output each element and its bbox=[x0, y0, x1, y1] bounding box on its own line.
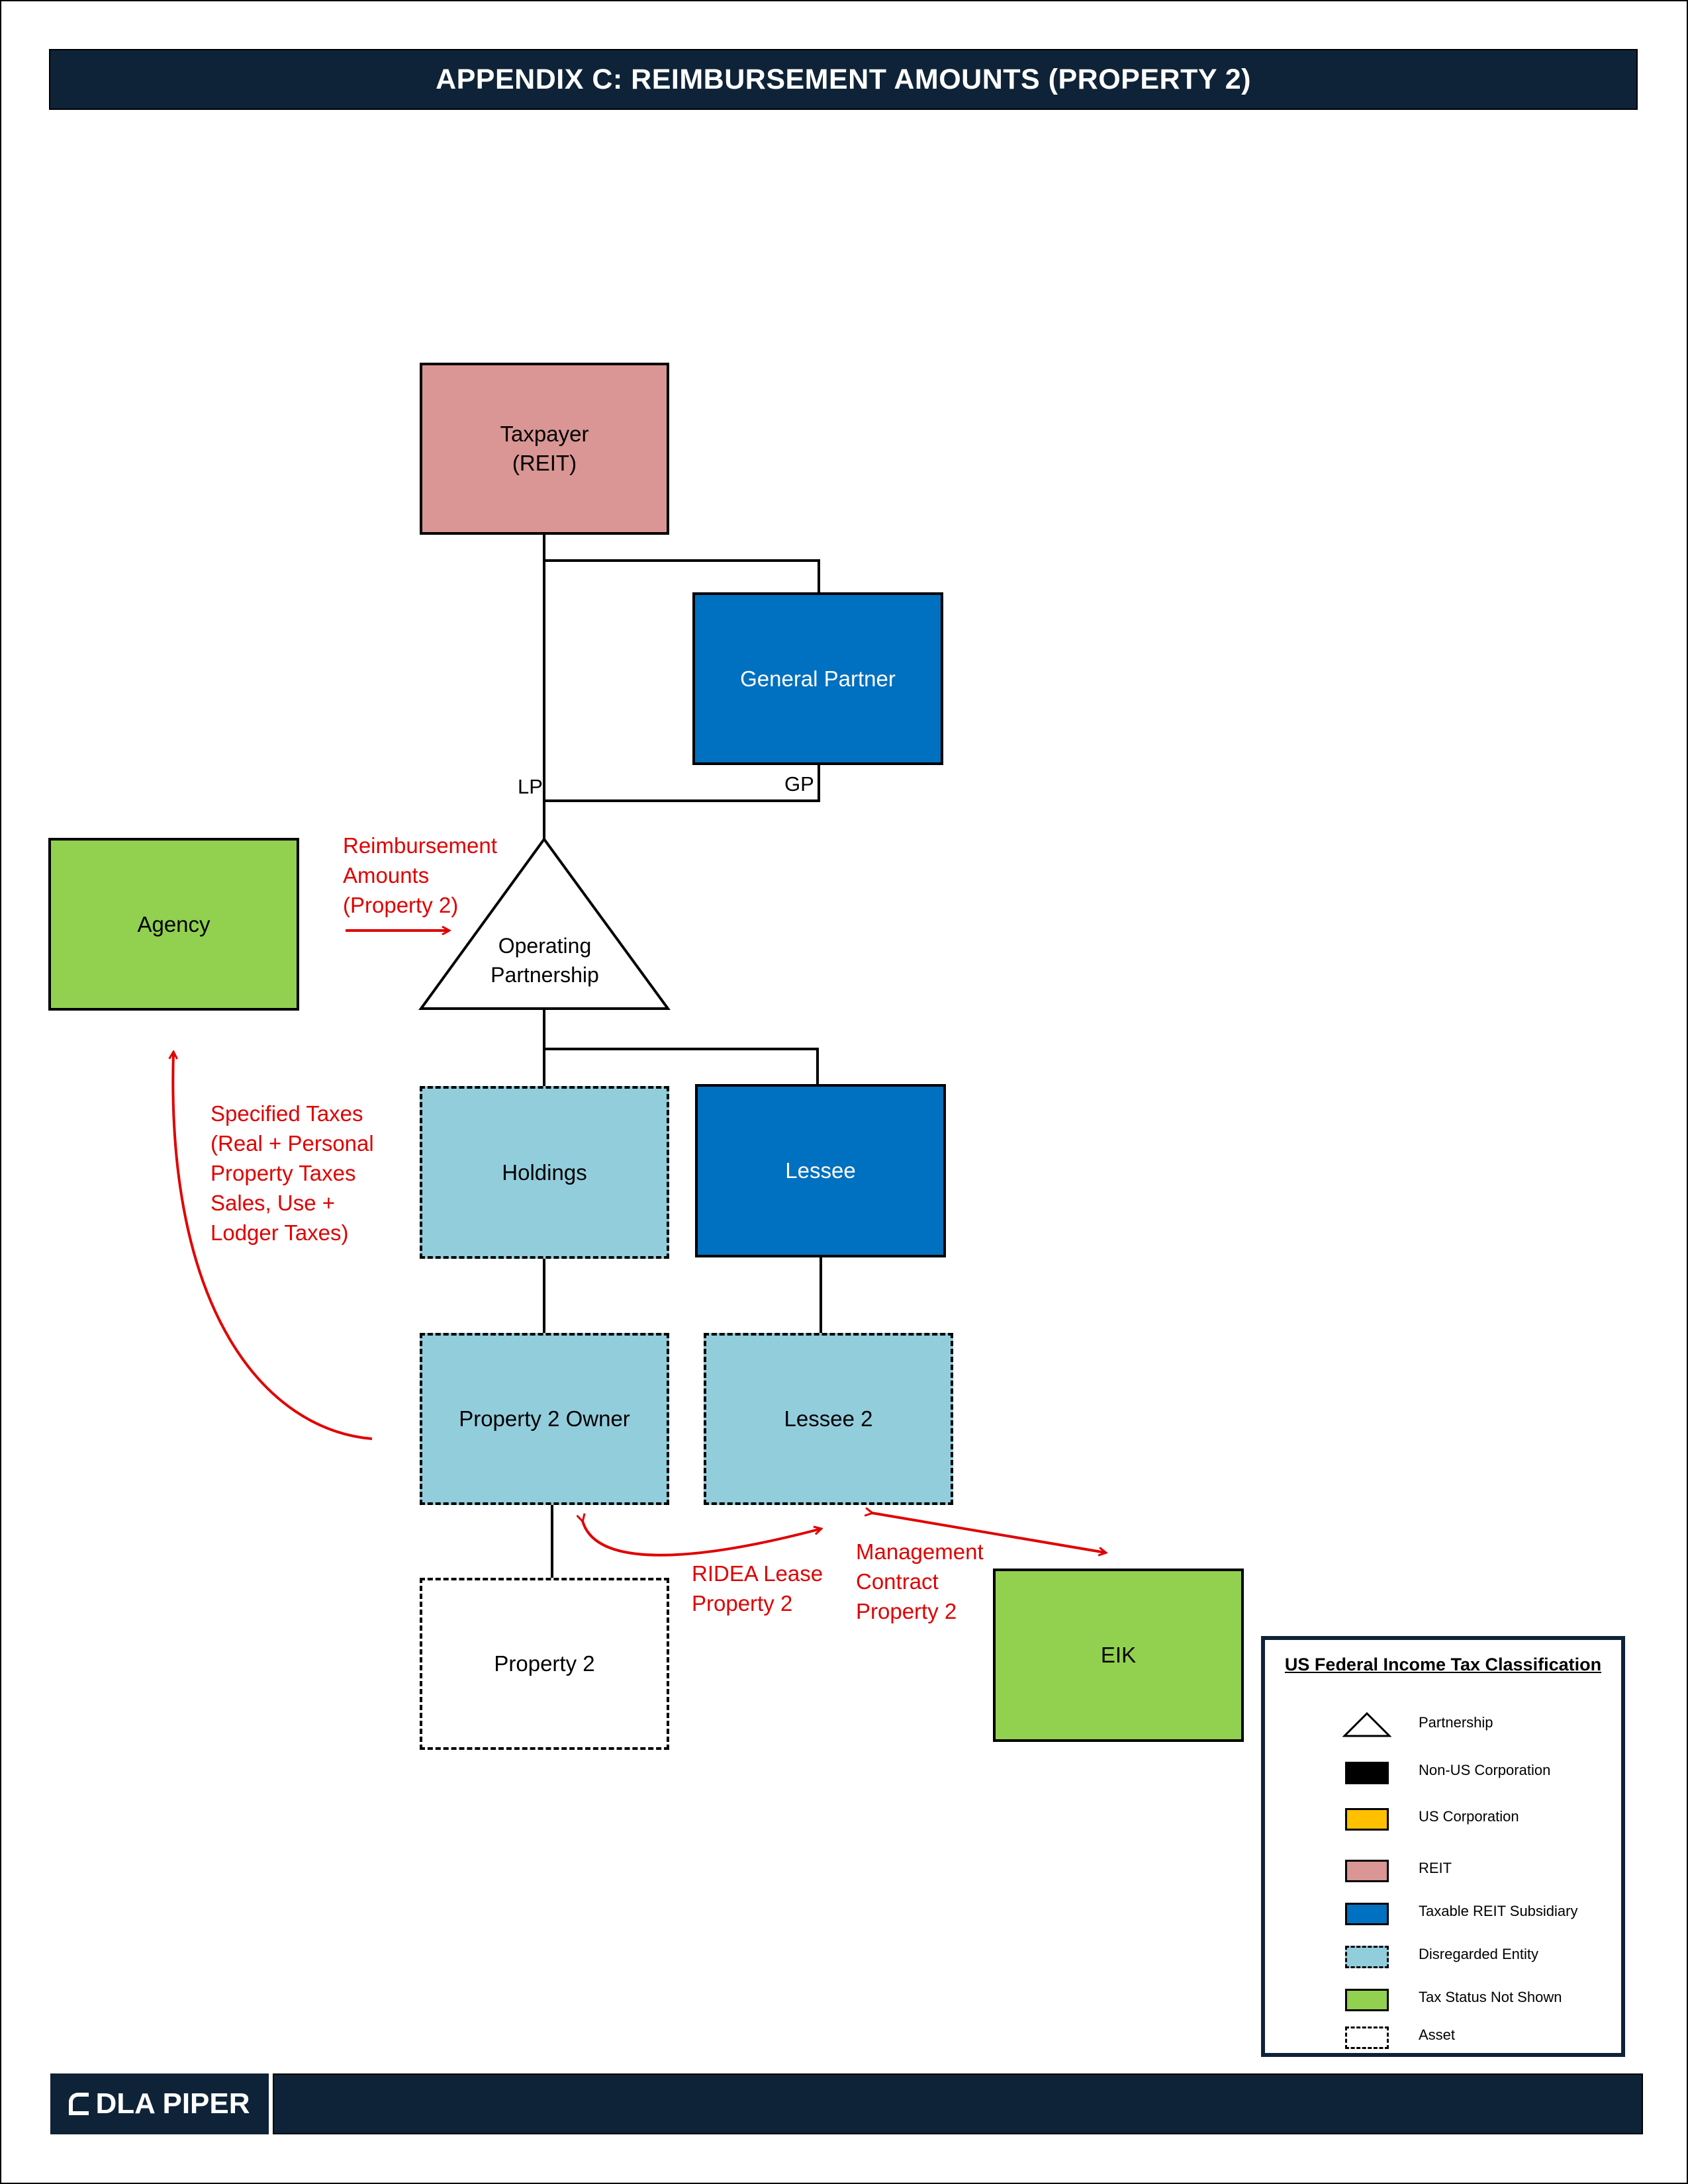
legend-label: REIT bbox=[1419, 1860, 1452, 1876]
dla-piper-logo: DLA PIPER bbox=[50, 2073, 269, 2134]
legend-item-tax-status-not-shown: Tax Status Not Shown bbox=[1265, 1986, 1621, 2013]
legend-label: Asset bbox=[1419, 2026, 1456, 2043]
legend-label: Non-US Corporation bbox=[1419, 1762, 1551, 1778]
operating-partnership-triangle bbox=[418, 837, 671, 1010]
eik-box: EIK bbox=[993, 1569, 1244, 1742]
footer-bar bbox=[273, 2073, 1643, 2134]
legend-item-us-corporation: US Corporation bbox=[1265, 1805, 1621, 1832]
legend-item-partnership: Partnership bbox=[1265, 1711, 1621, 1738]
gp-label: GP bbox=[784, 772, 814, 796]
legend-item-taxable-reit-subsidiary: Taxable REIT Subsidiary bbox=[1265, 1900, 1621, 1927]
property-2-owner-box: Property 2 Owner bbox=[420, 1333, 669, 1505]
taxpayer-reit-box: Taxpayer (REIT) bbox=[420, 363, 669, 535]
legend-label: Disregarded Entity bbox=[1419, 1946, 1538, 1962]
legend-title: US Federal Income Tax Classification bbox=[1284, 1655, 1602, 1674]
line-op-lessee bbox=[544, 1048, 819, 1085]
lessee-2-box: Lessee 2 bbox=[704, 1333, 953, 1505]
line-owner-property2 bbox=[551, 1504, 556, 1580]
us-corporation-swatch-icon bbox=[1345, 1808, 1389, 1831]
trs-swatch-icon bbox=[1345, 1903, 1389, 1925]
legend-item-disregarded-entity: Disregarded Entity bbox=[1265, 1943, 1621, 1970]
reit-swatch-icon bbox=[1345, 1860, 1389, 1882]
logo-text: DLA PIPER bbox=[95, 2087, 250, 2120]
legend-panel: US Federal Income Tax Classification Par… bbox=[1261, 1636, 1625, 2057]
specified-taxes-annotation: Specified Taxes (Real + Personal Propert… bbox=[211, 1101, 374, 1245]
general-partner-box: General Partner bbox=[692, 592, 943, 765]
holdings-box: Holdings bbox=[420, 1086, 669, 1259]
title-bar: APPENDIX C: REIMBURSEMENT AMOUNTS (PROPE… bbox=[49, 49, 1638, 110]
legend-label: US Corporation bbox=[1419, 1808, 1519, 1825]
legend-item-non-us-corporation: Non-US Corporation bbox=[1265, 1759, 1621, 1786]
disregarded-entity-swatch-icon bbox=[1345, 1946, 1389, 1968]
operating-partnership-label: Operating Partnership bbox=[491, 934, 599, 987]
line-gp-op bbox=[544, 764, 820, 802]
dla-piper-logo-mark-icon bbox=[69, 2093, 89, 2115]
lessee-box: Lessee bbox=[695, 1084, 946, 1257]
non-us-corporation-swatch-icon bbox=[1345, 1762, 1389, 1784]
management-contract-annotation: Management Contract Property 2 bbox=[856, 1539, 984, 1623]
line-taxpayer-gp bbox=[544, 559, 820, 594]
property-2-asset-box: Property 2 bbox=[420, 1578, 669, 1750]
legend-label: Taxable REIT Subsidiary bbox=[1419, 1903, 1578, 1919]
legend-label: Partnership bbox=[1419, 1714, 1493, 1731]
ridea-lease-annotation: RIDEA Lease Property 2 bbox=[692, 1561, 823, 1615]
triangle-icon bbox=[1342, 1711, 1391, 1737]
ridea-lease-arrow bbox=[583, 1521, 821, 1557]
asset-swatch-icon bbox=[1345, 2026, 1389, 2049]
tax-status-not-shown-swatch-icon bbox=[1345, 1989, 1389, 2011]
legend-item-asset: Asset bbox=[1265, 2024, 1621, 2050]
lp-label: LP bbox=[518, 775, 543, 798]
management-contract-arrow bbox=[872, 1513, 1105, 1553]
reimbursement-amounts-annotation: Reimbursement Amounts (Property 2) bbox=[343, 833, 497, 917]
legend-item-reit: REIT bbox=[1265, 1857, 1621, 1884]
specified-taxes-arrow bbox=[173, 1052, 373, 1440]
agency-box: Agency bbox=[48, 838, 299, 1011]
legend-label: Tax Status Not Shown bbox=[1419, 1989, 1562, 2005]
page-title: APPENDIX C: REIMBURSEMENT AMOUNTS (PROPE… bbox=[436, 63, 1251, 95]
